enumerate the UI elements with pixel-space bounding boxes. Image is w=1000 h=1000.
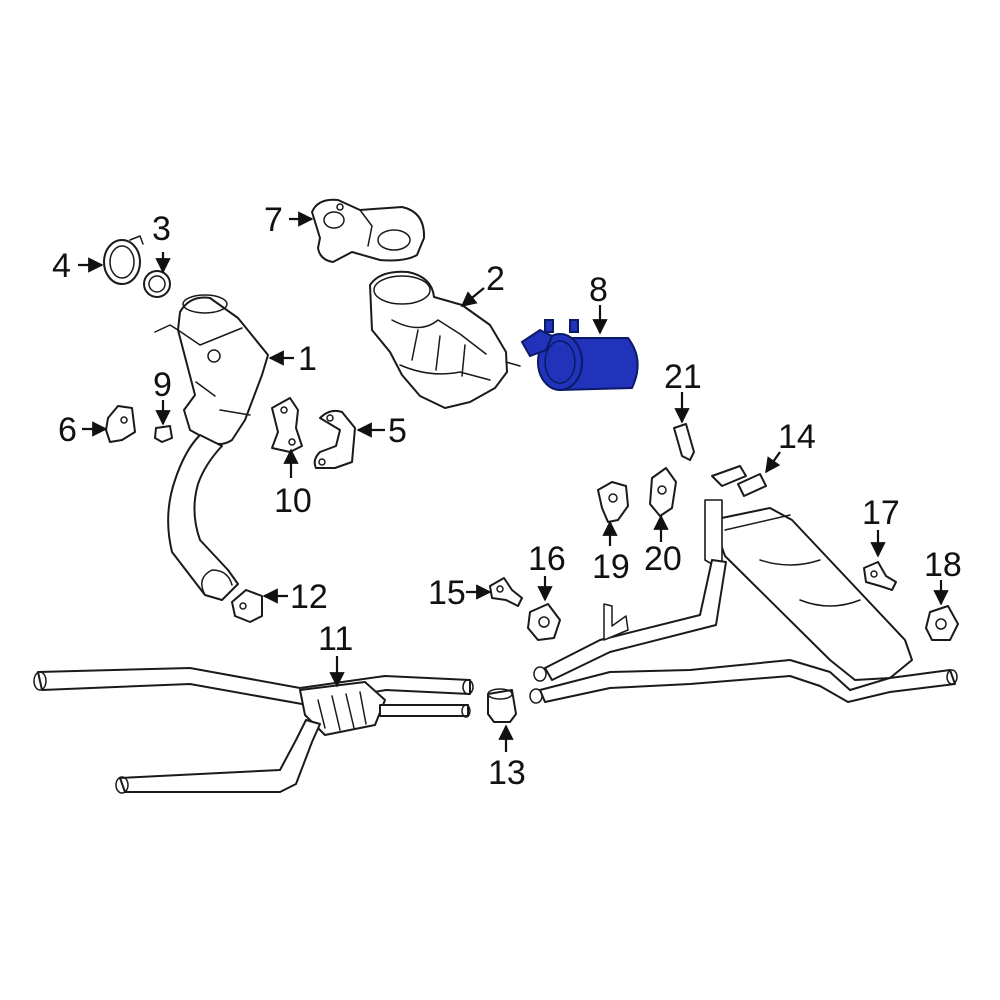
part-11-intermediate-pipe[interactable] [33, 667, 474, 794]
part-16-mount[interactable] [527, 603, 561, 641]
callout-17[interactable]: 17 [862, 494, 900, 558]
part-9-plug[interactable] [154, 425, 173, 443]
part-13-clamp[interactable] [487, 688, 517, 723]
part-4-clamp[interactable] [103, 235, 144, 285]
callout-15[interactable]: 15 [428, 574, 492, 612]
callout-8[interactable]: 8 [589, 271, 608, 335]
part-12-hanger[interactable] [231, 589, 263, 623]
callout-10-label: 10 [274, 482, 312, 520]
callout-19-label: 19 [592, 548, 630, 586]
callout-3-label: 3 [152, 210, 171, 248]
part-18-mount[interactable] [925, 605, 959, 641]
callout-12[interactable]: 12 [262, 578, 328, 616]
part-1-front-pipe[interactable] [154, 294, 269, 601]
callout-2[interactable]: 2 [460, 260, 505, 307]
part-7-heat-shield[interactable] [311, 198, 426, 263]
callout-11-label: 11 [318, 620, 353, 658]
callout-16[interactable]: 16 [528, 540, 566, 602]
part-6-bracket[interactable] [105, 405, 136, 443]
callout-12-label: 12 [290, 578, 328, 616]
callout-5-label: 5 [388, 412, 407, 450]
callout-7-label: 7 [264, 201, 283, 239]
part-19-bracket[interactable] [597, 481, 629, 523]
callout-11[interactable]: 11 [318, 620, 353, 688]
callout-7[interactable]: 7 [264, 201, 314, 239]
callout-13[interactable]: 13 [488, 724, 526, 792]
callout-4-label: 4 [52, 247, 71, 285]
callout-21[interactable]: 21 [664, 358, 702, 424]
callout-19[interactable]: 19 [592, 520, 630, 586]
part-8-connecting-tube[interactable] [520, 319, 639, 392]
callout-20[interactable]: 20 [644, 514, 682, 578]
part-14-rear-muffler[interactable] [529, 465, 958, 704]
callout-2-label: 2 [486, 260, 505, 298]
part-2-catalytic-converter[interactable] [369, 270, 521, 409]
part-10-bracket[interactable] [271, 397, 303, 453]
part-3-gasket[interactable] [143, 270, 171, 298]
callout-3[interactable]: 3 [152, 210, 171, 274]
callout-8-label: 8 [589, 271, 608, 309]
callout-1[interactable]: 1 [268, 340, 317, 378]
callout-5[interactable]: 5 [356, 412, 407, 450]
callout-10[interactable]: 10 [274, 448, 312, 520]
callout-18[interactable]: 18 [924, 546, 962, 606]
callout-9-label: 9 [153, 366, 172, 404]
callout-18-label: 18 [924, 546, 962, 584]
callout-15-label: 15 [428, 574, 466, 612]
callout-1-label: 1 [298, 340, 317, 378]
callout-13-label: 13 [488, 754, 526, 792]
part-21-clip[interactable] [673, 423, 695, 461]
callout-6[interactable]: 6 [58, 411, 108, 449]
part-15-hanger[interactable] [489, 577, 523, 607]
callout-14-label: 14 [778, 418, 816, 456]
part-20-plate[interactable] [649, 467, 677, 517]
part-5-bracket[interactable] [313, 409, 356, 469]
callout-4[interactable]: 4 [52, 247, 104, 285]
callout-16-label: 16 [528, 540, 566, 578]
callout-21-label: 21 [664, 358, 702, 396]
callout-6-label: 6 [58, 411, 77, 449]
callout-17-label: 17 [862, 494, 900, 532]
part-17-hanger[interactable] [863, 561, 897, 591]
callout-14[interactable]: 14 [765, 418, 816, 474]
callout-20-label: 20 [644, 540, 682, 578]
callout-9[interactable]: 9 [153, 366, 172, 426]
